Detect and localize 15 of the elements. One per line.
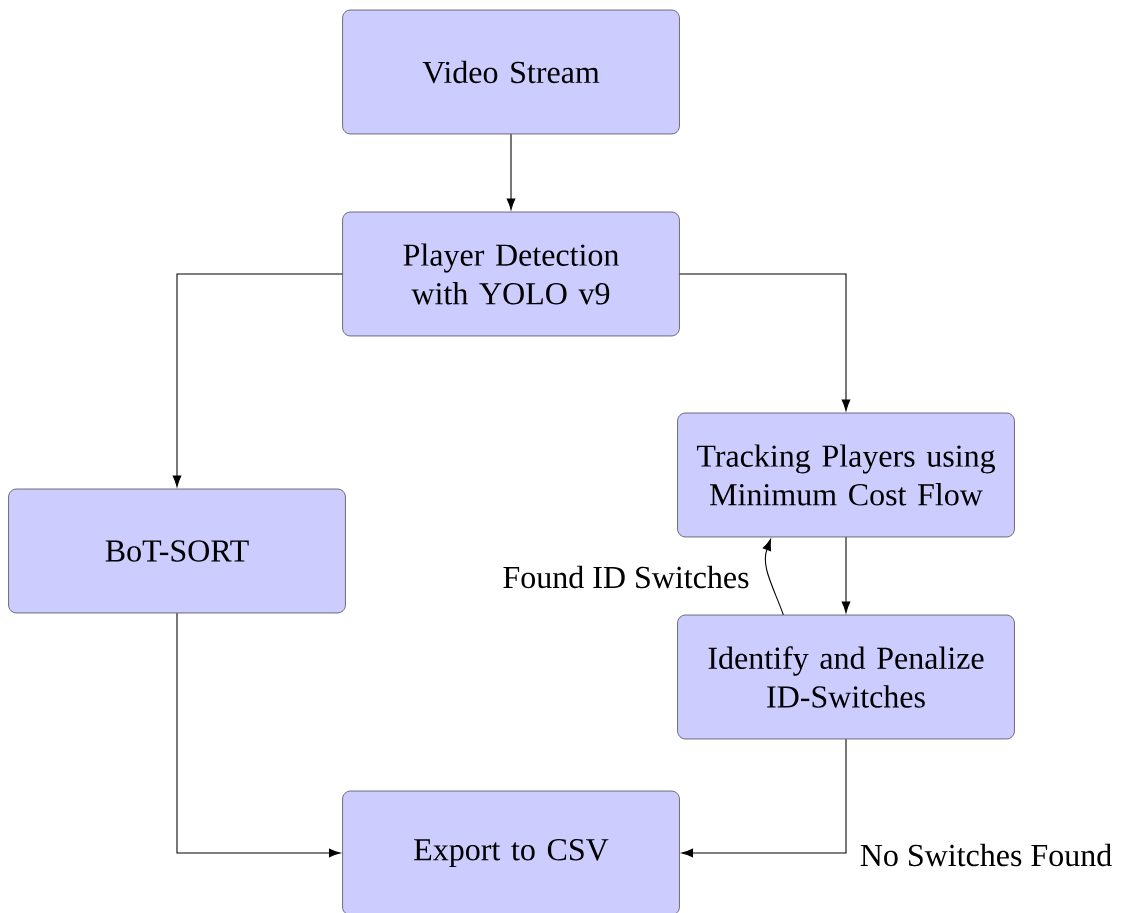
- arrow: [679, 273, 851, 411]
- process-box: Tracking Players using Minimum Cost Flow: [677, 412, 1015, 538]
- process-box: Video Stream: [342, 9, 680, 135]
- arrow: [841, 536, 851, 613]
- edge-label: Found ID Switches: [501, 564, 751, 590]
- edge-label: No Switches Found: [858, 842, 1114, 868]
- process-box: Identify and Penalize ID-Switches: [677, 614, 1015, 740]
- process-box: BoT-SORT: [8, 488, 346, 614]
- arrow: [681, 738, 847, 858]
- process-box: Export to CSV: [342, 790, 680, 913]
- arrow: [176, 612, 341, 858]
- arrow: [506, 133, 516, 210]
- process-box: Player Detection with YOLO v9: [342, 211, 680, 337]
- arrow: [172, 273, 343, 487]
- arrow: [762, 538, 784, 616]
